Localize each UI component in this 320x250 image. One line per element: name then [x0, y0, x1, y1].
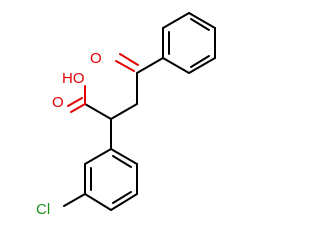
bond-ketone-double — [119, 53, 139, 66]
bond — [110, 148, 138, 165]
bond — [84, 148, 112, 165]
bond — [162, 12, 190, 29]
bond — [84, 193, 112, 211]
carbonyl-oxygen-label: O — [52, 94, 64, 111]
molecule-structure: HO O O Cl — [36, 12, 216, 218]
bond — [136, 57, 164, 74]
bond-carboxyl-double — [70, 103, 86, 113]
bond-carboxyl-double — [67, 97, 83, 107]
bond-inner — [190, 18, 210, 31]
bond-ketone-double — [115, 60, 135, 72]
chlorophenyl-ring — [63, 118, 138, 211]
bond — [84, 103, 112, 120]
phenyl-ring-top — [162, 12, 216, 74]
ketone-chain — [110, 53, 164, 120]
carboxyl-group — [67, 85, 112, 120]
bond — [110, 193, 138, 211]
bond — [162, 57, 190, 74]
bond — [188, 57, 216, 74]
structure-canvas: HO O O Cl — [36, 12, 216, 218]
ketone-oxygen-label: O — [90, 50, 102, 67]
chlorine-label: Cl — [36, 201, 50, 218]
bond-inner — [112, 191, 132, 204]
bond-inner — [112, 155, 132, 168]
hydroxyl-label: HO — [62, 70, 85, 87]
bond-inner — [190, 55, 210, 68]
bond-chlorine — [63, 193, 86, 207]
bond — [110, 103, 138, 120]
bond — [188, 12, 216, 29]
